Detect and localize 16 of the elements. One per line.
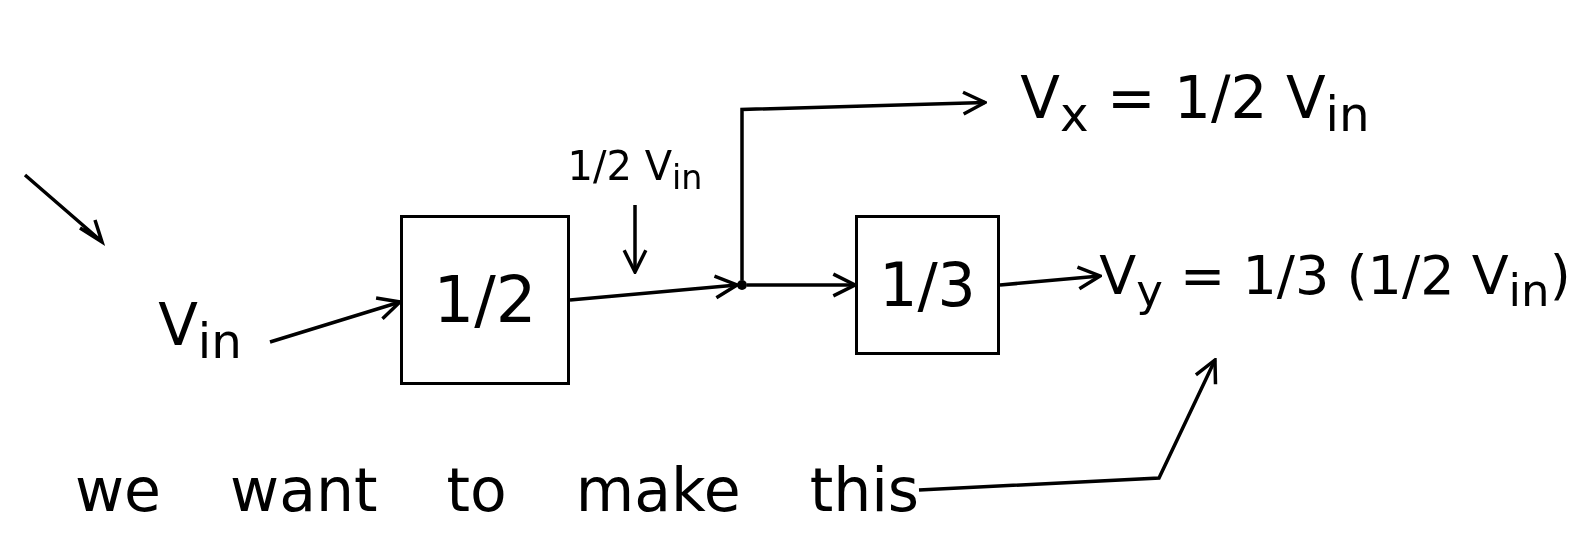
arrow xyxy=(269,296,402,344)
signal-label: 1/2 xyxy=(433,263,537,337)
signal-label: V$_{in}$ xyxy=(158,291,242,369)
signal-label: 1/2 V$_{in}$ xyxy=(567,143,703,197)
leader-arrow xyxy=(622,205,648,274)
gain-box xyxy=(400,215,570,385)
gain-box xyxy=(855,215,1000,355)
signal-label: V$_{y}$ = 1/3 (1/2 V$_{in}$) xyxy=(1099,243,1571,317)
signal-label: we want to make this xyxy=(75,455,920,525)
junction-dot xyxy=(737,280,747,290)
signal-label: 1/3 xyxy=(879,250,976,320)
arrow xyxy=(999,265,1102,291)
signal-label: V$_{x}$ = 1/2 V$_{in}$ xyxy=(1020,63,1370,142)
arrow xyxy=(918,358,1218,492)
arrow xyxy=(569,274,739,302)
arrow xyxy=(747,272,857,298)
